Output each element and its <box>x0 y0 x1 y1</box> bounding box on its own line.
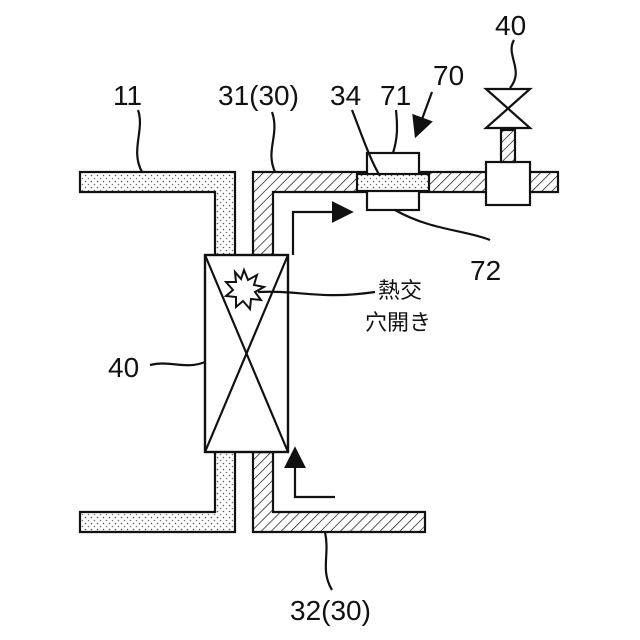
label-34: 34 <box>330 80 361 111</box>
label-40-top: 40 <box>495 10 526 41</box>
label-40-left: 40 <box>108 352 139 383</box>
duct-32 <box>253 452 425 532</box>
label-72: 72 <box>470 255 501 286</box>
valve-stem <box>501 130 515 162</box>
insert-34 <box>357 174 429 191</box>
label-71: 71 <box>380 80 411 111</box>
label-11: 11 <box>113 80 142 111</box>
valve-handle-icon <box>486 89 530 128</box>
label-31-30: 31(30) <box>218 80 299 111</box>
flow-arrow-up <box>295 455 335 497</box>
label-32-30: 32(30) <box>290 595 371 626</box>
note-hole: 穴開き <box>365 311 431 336</box>
note-heat-exchanger: 熱交 <box>378 279 422 304</box>
flow-arrow-right <box>293 212 345 255</box>
valve-body <box>486 162 530 205</box>
label-70: 70 <box>433 60 464 91</box>
